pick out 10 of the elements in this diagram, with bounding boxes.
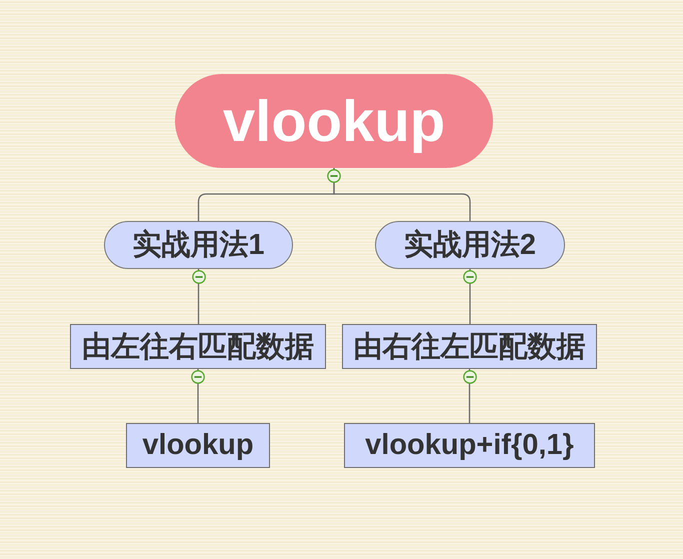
subtopic-pill: 实战用法2: [375, 221, 565, 269]
connector-line: [469, 269, 471, 324]
root-topic-pill: vlookup: [175, 74, 493, 168]
topic-box: 由右往左匹配数据: [342, 324, 597, 369]
topic-box: 由左往右匹配数据: [70, 324, 326, 369]
topic-box: vlookup+if{0,1}: [344, 423, 595, 468]
subtopic-pill: 实战用法1: [104, 221, 293, 269]
topic-box: vlookup: [126, 423, 270, 468]
connector-line: [198, 269, 200, 324]
connector-line: [333, 168, 471, 221]
